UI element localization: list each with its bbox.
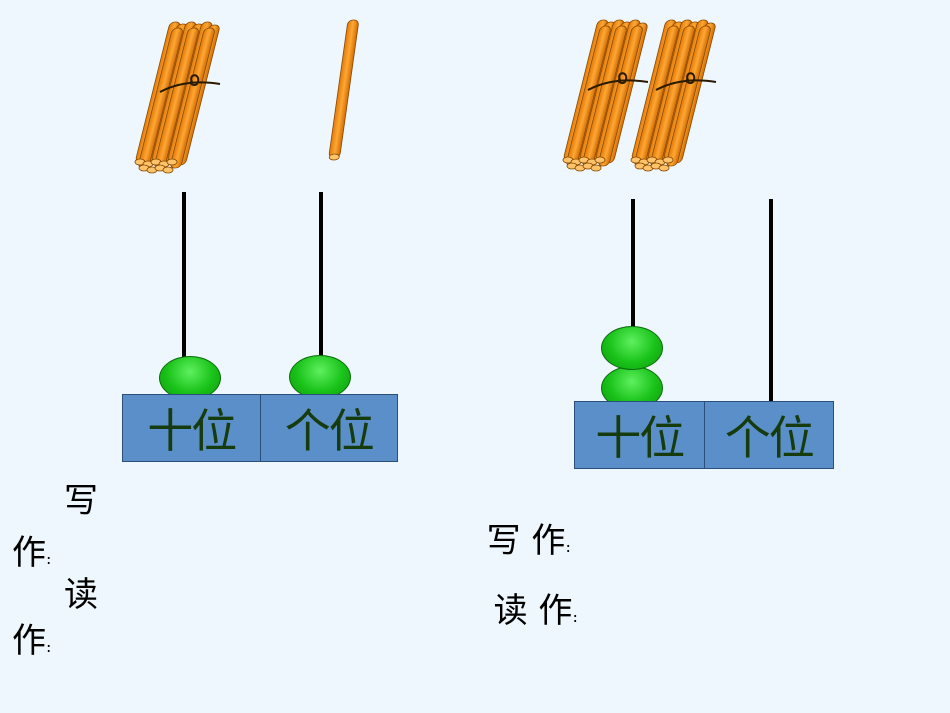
read-colon: : xyxy=(46,637,52,656)
place-value-box: 十位 个位 xyxy=(122,394,398,462)
read-label-part2: 作: xyxy=(12,624,51,658)
write-label-part2: 作: xyxy=(12,536,51,570)
ones-bead xyxy=(289,355,351,399)
read-colon: : xyxy=(572,607,578,626)
stick-bundle-ten-icon xyxy=(628,19,718,172)
read-label: 读 作: xyxy=(472,560,578,628)
tens-place-label: 十位 xyxy=(595,411,685,465)
read-label-text: 读 作 xyxy=(493,591,573,631)
ones-rod xyxy=(769,199,773,404)
write-colon: : xyxy=(565,537,571,556)
tens-place-label: 十位 xyxy=(147,404,237,458)
write-label-text: 写 作 xyxy=(486,521,566,561)
stick-bundle-ten-icon xyxy=(132,21,222,174)
write-label-part1: 写 xyxy=(64,481,98,521)
ones-rod xyxy=(319,192,323,377)
ones-place-label: 个位 xyxy=(259,395,398,461)
write-label: 写 作: xyxy=(465,490,571,558)
single-stick-icon xyxy=(328,19,359,161)
read-label-char: 作 xyxy=(12,621,46,661)
ones-place-label: 个位 xyxy=(703,402,834,468)
tens-rod xyxy=(182,192,186,377)
read-label-part1: 读 xyxy=(64,575,98,615)
write-colon: : xyxy=(46,549,52,568)
tens-rod xyxy=(631,199,635,404)
place-value-box: 十位 个位 xyxy=(574,401,834,469)
tens-bead xyxy=(601,326,663,370)
write-label-char: 作 xyxy=(12,533,46,573)
